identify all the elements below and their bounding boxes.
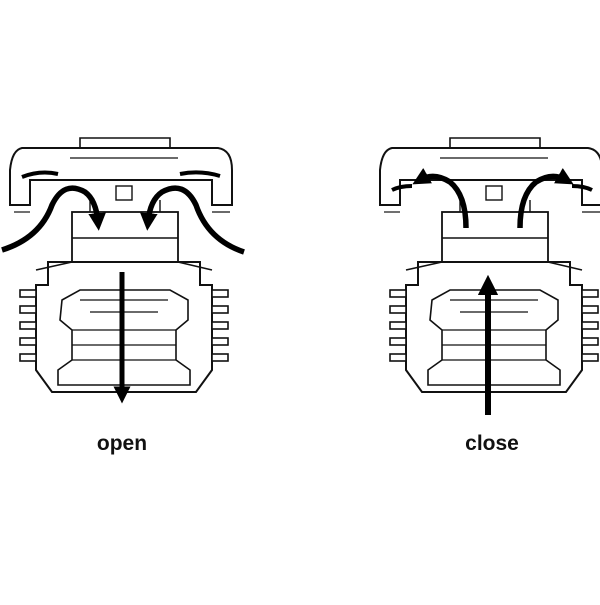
valve-open-diagram	[1, 137, 245, 404]
flow-arrow-left-in	[1, 185, 106, 253]
flow-arrow-right-out	[517, 167, 574, 229]
valve-close-diagram	[379, 137, 600, 415]
label-close: close	[465, 432, 519, 455]
flow-arrow-left-out	[412, 167, 469, 229]
label-open: open	[96, 432, 148, 455]
flow-arrow-right-in	[140, 185, 245, 255]
